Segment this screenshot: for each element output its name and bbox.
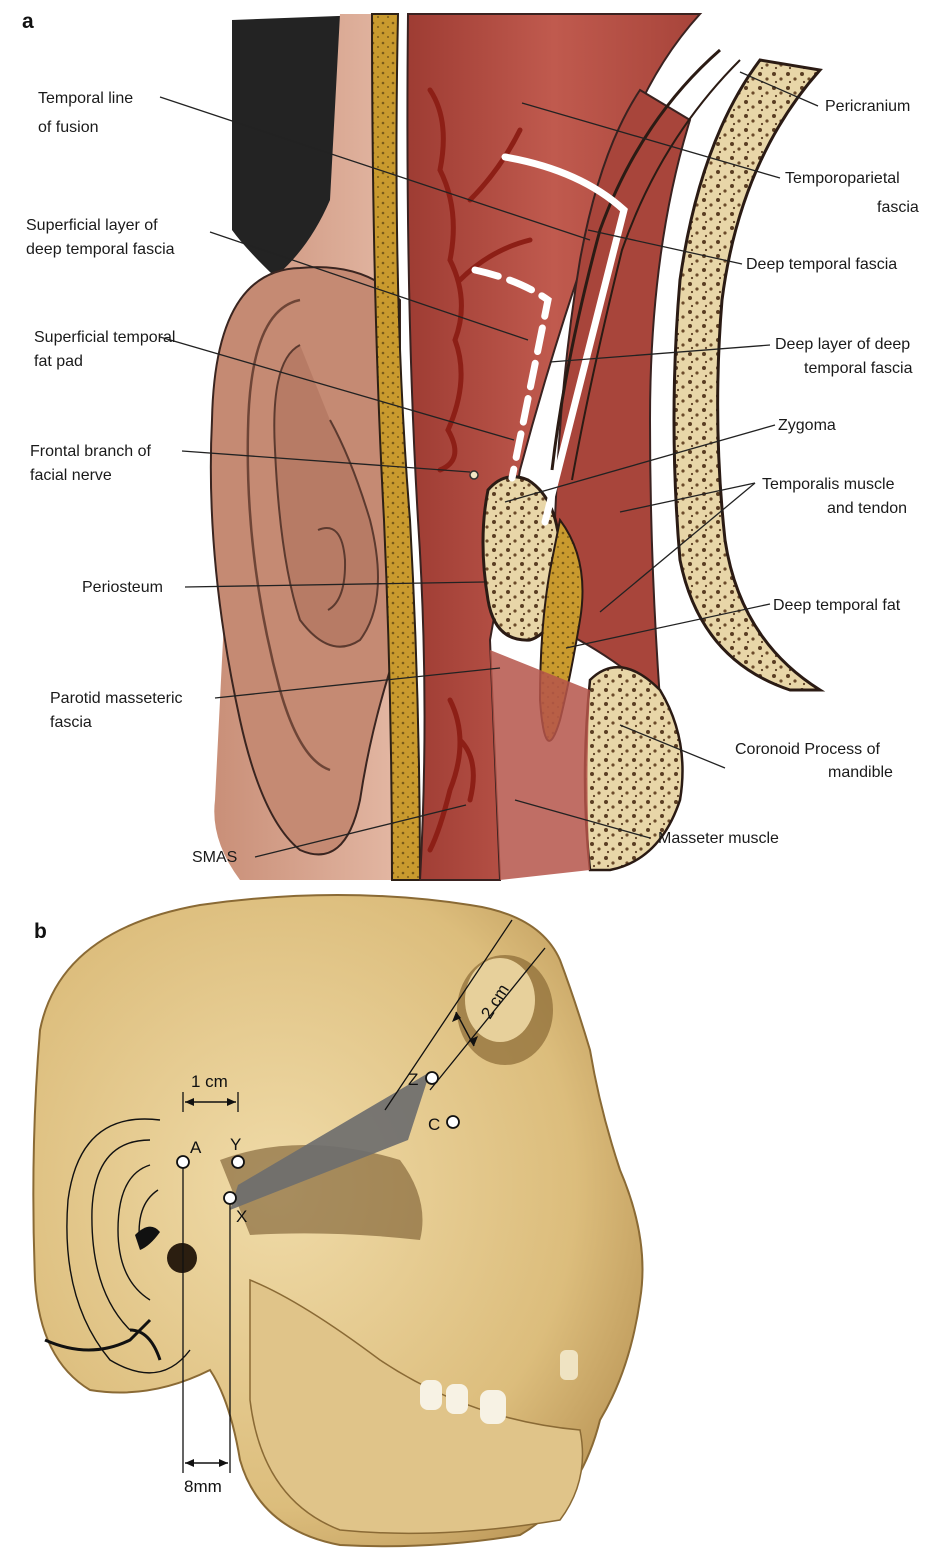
label-superficial-fat-2: fat pad (34, 353, 83, 370)
label-smas: SMAS (192, 849, 237, 866)
label-temporalis-2: and tendon (827, 500, 907, 517)
label-deep-temporal-fat: Deep temporal fat (773, 597, 901, 614)
label-parotid-1: Parotid masseteric (50, 690, 183, 707)
panel-a: a (22, 10, 919, 880)
label-deep-layer-2: temporal fascia (804, 360, 913, 377)
label-periosteum: Periosteum (82, 579, 163, 596)
masseter-muscle (490, 650, 590, 880)
point-a-label: A (190, 1138, 202, 1157)
label-masseter: Masseter muscle (658, 830, 779, 847)
point-c-marker (447, 1116, 459, 1128)
label-frontal-branch-1: Frontal branch of (30, 443, 152, 460)
point-c-label: C (428, 1115, 440, 1134)
label-coronoid-2: mandible (828, 764, 893, 781)
frontal-branch-nerve (470, 471, 478, 479)
point-y-label: Y (230, 1135, 241, 1154)
label-superficial-fat-1: Superficial temporal (34, 329, 175, 346)
measure-8mm: 8mm (184, 1477, 222, 1496)
panel-b-letter: b (34, 920, 47, 943)
point-x-marker (224, 1192, 236, 1204)
label-zygoma: Zygoma (778, 417, 836, 434)
measure-1cm: 1 cm (191, 1072, 228, 1091)
point-y-marker (232, 1156, 244, 1168)
label-temporal-line-2: of fusion (38, 119, 98, 136)
label-pericranium: Pericranium (825, 98, 910, 115)
point-z-label: Z (408, 1070, 418, 1089)
label-temporoparietal-1: Temporoparietal (785, 170, 900, 187)
label-deep-layer-1: Deep layer of deep (775, 336, 910, 353)
panel-a-letter: a (22, 10, 34, 33)
label-temporalis-1: Temporalis muscle (762, 476, 895, 493)
point-z-marker (426, 1072, 438, 1084)
point-a-marker (177, 1156, 189, 1168)
label-superficial-layer-2: deep temporal fascia (26, 241, 175, 258)
label-parotid-2: fascia (50, 714, 92, 731)
cranial-bone (674, 60, 820, 690)
panel-b: b (33, 895, 642, 1546)
label-deep-temporal-fascia: Deep temporal fascia (746, 256, 897, 273)
label-coronoid-1: Coronoid Process of (735, 741, 881, 758)
label-frontal-branch-2: facial nerve (30, 467, 112, 484)
label-temporoparietal-2: fascia (877, 199, 919, 216)
point-x-label: X (236, 1207, 247, 1226)
label-temporal-line-1: Temporal line (38, 90, 133, 107)
external-auditory-meatus (167, 1243, 197, 1273)
label-superficial-layer-1: Superficial layer of (26, 217, 158, 234)
